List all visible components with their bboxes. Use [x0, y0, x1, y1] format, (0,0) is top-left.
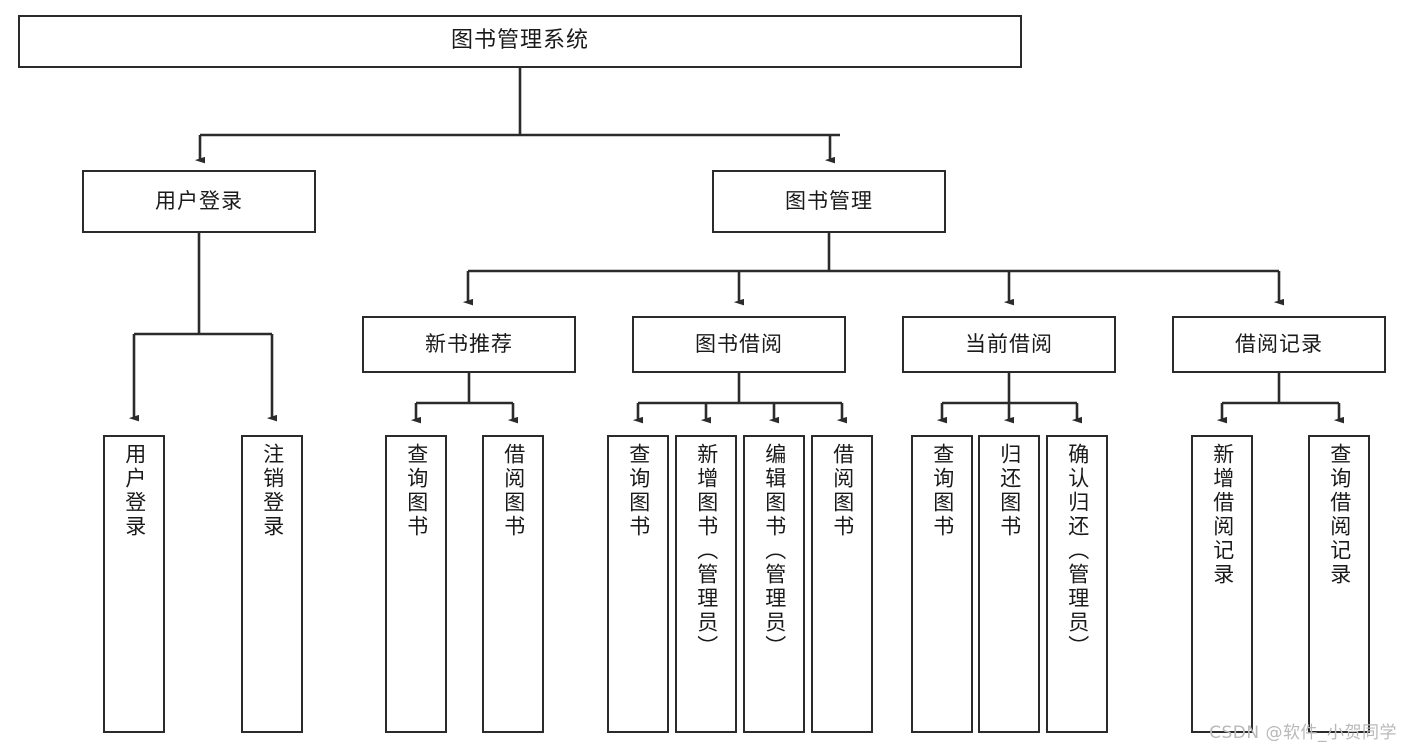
leaf-borrow-borrow-book[interactable]: 借阅图书 — [811, 435, 873, 733]
node-root-book-management-system[interactable]: 图书管理系统 — [18, 15, 1022, 68]
node-current-borrow[interactable]: 当前借阅 — [902, 316, 1116, 373]
node-label: 图书管理 — [785, 188, 873, 213]
node-book-borrow[interactable]: 图书借阅 — [632, 316, 846, 373]
node-label: 新增图书（管理员） — [694, 443, 719, 659]
leaf-current-confirm-return-admin[interactable]: 确认归还（管理员） — [1046, 435, 1108, 733]
node-label: 图书管理系统 — [450, 28, 589, 54]
node-book-management[interactable]: 图书管理 — [712, 170, 946, 233]
node-label: 借阅记录 — [1235, 331, 1323, 356]
leaf-borrow-add-book-admin[interactable]: 新增图书（管理员） — [675, 435, 737, 733]
node-label: 借阅图书 — [501, 443, 526, 539]
node-label: 当前借阅 — [965, 331, 1053, 356]
node-label: 用户登录 — [122, 443, 147, 539]
leaf-recommend-query-book[interactable]: 查询图书 — [385, 435, 447, 733]
leaf-user-login-signin[interactable]: 用户登录 — [103, 435, 165, 733]
node-label: 确认归还（管理员） — [1065, 443, 1090, 659]
node-label: 新增借阅记录 — [1210, 443, 1235, 587]
csdn-watermark: CSDN @软件_小贺同学 — [1209, 723, 1397, 743]
node-label: 查询借阅记录 — [1327, 443, 1352, 587]
node-borrow-records[interactable]: 借阅记录 — [1172, 316, 1386, 373]
leaf-records-add-record[interactable]: 新增借阅记录 — [1191, 435, 1253, 733]
node-label: 查询图书 — [930, 443, 955, 539]
leaf-user-login-signout[interactable]: 注销登录 — [241, 435, 303, 733]
leaf-records-query-record[interactable]: 查询借阅记录 — [1308, 435, 1370, 733]
node-label: 注销登录 — [260, 443, 285, 539]
node-label: 查询图书 — [626, 443, 651, 539]
leaf-borrow-edit-book-admin[interactable]: 编辑图书（管理员） — [743, 435, 805, 733]
node-label: 图书借阅 — [695, 331, 783, 356]
node-user-login[interactable]: 用户登录 — [82, 170, 316, 233]
leaf-current-return-book[interactable]: 归还图书 — [978, 435, 1040, 733]
node-label: 新书推荐 — [425, 331, 513, 356]
node-label: 编辑图书（管理员） — [762, 443, 787, 659]
node-label: 用户登录 — [155, 188, 243, 213]
node-new-book-recommend[interactable]: 新书推荐 — [362, 316, 576, 373]
node-label: 归还图书 — [997, 443, 1022, 539]
node-label: 借阅图书 — [830, 443, 855, 539]
leaf-borrow-query-book[interactable]: 查询图书 — [607, 435, 669, 733]
node-label: 查询图书 — [404, 443, 429, 539]
leaf-current-query-book[interactable]: 查询图书 — [911, 435, 973, 733]
leaf-recommend-borrow-book[interactable]: 借阅图书 — [482, 435, 544, 733]
